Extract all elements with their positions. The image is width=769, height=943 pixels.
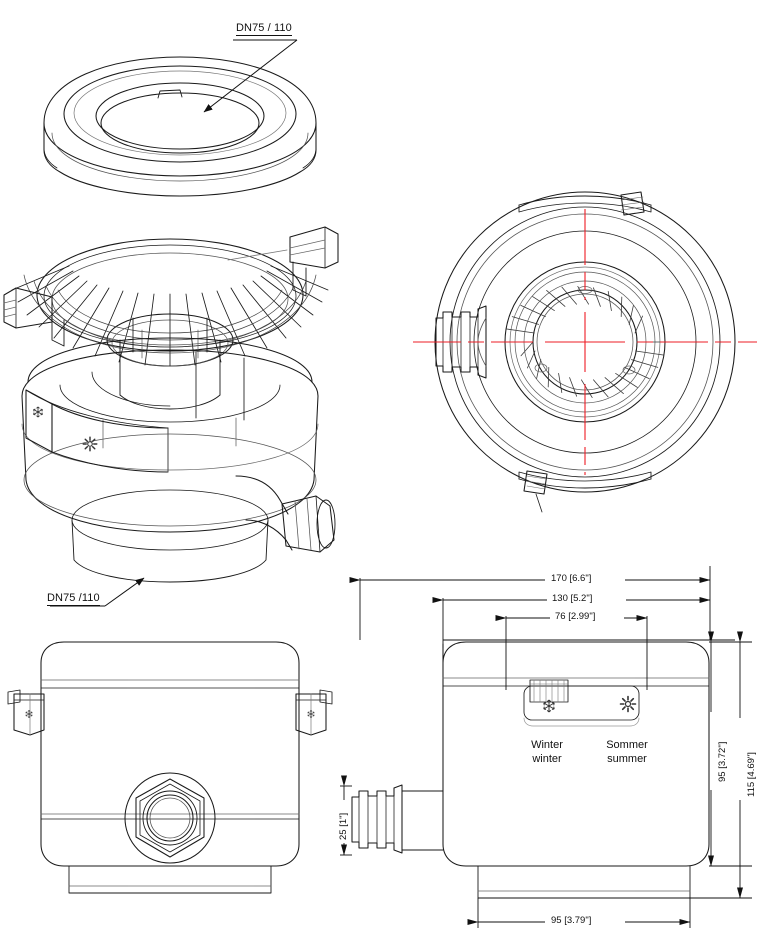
callout-label-lid-port: DN75 / 110 (236, 22, 292, 36)
callout-label-body-port: DN75 /110 (47, 592, 100, 606)
selector-summer-line2: summer (607, 753, 647, 765)
latch-icons (25, 710, 315, 718)
dimension-overall-height: 115 [4.69"] (746, 749, 757, 800)
exploded-lid-view (43, 56, 317, 197)
selector-winter-line2: winter (532, 753, 562, 765)
dimension-body-height: 95 [3.72"] (717, 738, 728, 785)
dimension-base-width: 95 [3.79"] (548, 915, 595, 926)
body-selector-icons (33, 406, 98, 452)
exploded-basket-view (3, 226, 339, 410)
dimension-lines (340, 566, 752, 928)
selector-icons (543, 695, 637, 713)
leader-lines (50, 39, 298, 607)
selector-winter-line1: Winter (531, 739, 563, 751)
centerlines (413, 209, 757, 475)
exploded-body-view (21, 337, 336, 583)
dimension-inner-width: 76 [2.99"] (552, 611, 599, 622)
front-view (7, 641, 333, 894)
selector-label-winter: Winter winter (519, 738, 575, 766)
selector-summer-line1: Sommer (606, 739, 648, 751)
side-view (351, 641, 710, 899)
dimension-mid-width: 130 [5.2"] (549, 593, 596, 604)
dimension-port-height: 25 [1"] (338, 809, 349, 843)
dimension-overall-width: 170 [6.6"] (548, 573, 595, 584)
selector-label-summer: Sommer summer (594, 738, 660, 766)
